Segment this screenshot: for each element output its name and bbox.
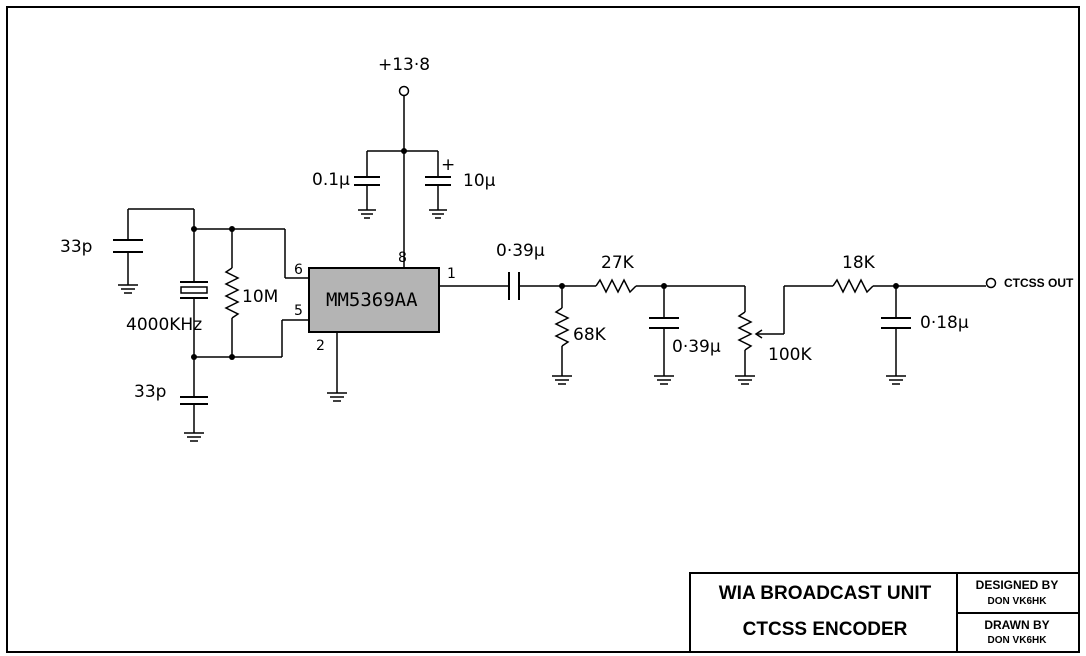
title-line-2: CTCSS ENCODER: [743, 619, 908, 640]
filter-cap-1: [649, 286, 679, 385]
coupling-cap: [508, 272, 520, 300]
cap-33p-top-label: 33p: [60, 237, 92, 257]
ic-pin-1: 1: [447, 266, 456, 282]
ic-body: [308, 267, 440, 333]
resistor-10m: [224, 229, 240, 357]
decoupling-cap-2-label: 10μ: [463, 171, 496, 191]
output-terminal: [985, 277, 997, 289]
ic-part-number: MM5369AA: [326, 289, 418, 311]
ic-pin-8: 8: [398, 250, 407, 266]
cap-33p-bottom: [180, 357, 208, 442]
ic-pin-2: 2: [316, 338, 325, 354]
resistor-18k: [832, 278, 874, 294]
filter-cap-1-label: 0·39μ: [672, 337, 721, 357]
crystal: [180, 229, 208, 357]
sheet-border: [6, 6, 1080, 653]
decoupling-cap-2: [425, 151, 451, 219]
decoupling-cap-1-label: 0.1μ: [312, 170, 350, 190]
crystal-label: 4000KHz: [126, 315, 202, 335]
output-label: CTCSS OUT: [1004, 276, 1074, 290]
ic-ground: [327, 332, 347, 402]
resistor-18k-label: 18K: [842, 253, 876, 273]
drawn-by-name: DON VK6HK: [988, 635, 1048, 646]
designed-by-name: DON VK6HK: [988, 596, 1048, 607]
resistor-10m-label: 10M: [242, 287, 278, 307]
resistor-27k: [595, 278, 637, 294]
title-line-1: WIA BROADCAST UNIT: [719, 583, 932, 604]
resistor-68k: [552, 286, 572, 385]
cap-33p-top: [113, 209, 143, 294]
cap-33p-bottom-label: 33p: [134, 382, 166, 402]
supply-voltage-label: +13·8: [378, 55, 430, 75]
designed-by-label: DESIGNED BY: [976, 578, 1059, 592]
decoupling-cap-2-polarity: +: [441, 155, 455, 175]
resistor-27k-label: 27K: [601, 253, 635, 273]
supply-terminal: [398, 85, 410, 97]
potentiometer-100k-label: 100K: [768, 345, 812, 365]
title-block: [689, 572, 1080, 653]
ic-pin-6: 6: [294, 262, 303, 278]
drawn-by-label: DRAWN BY: [984, 618, 1049, 632]
decoupling-cap-1: [354, 151, 380, 219]
filter-cap-2: [881, 286, 911, 385]
filter-cap-2-label: 0·18μ: [920, 313, 969, 333]
potentiometer-100k: [735, 286, 784, 385]
resistor-68k-label: 68K: [573, 325, 607, 345]
coupling-cap-label: 0·39μ: [496, 241, 545, 261]
ic-pin-5: 5: [294, 303, 303, 319]
